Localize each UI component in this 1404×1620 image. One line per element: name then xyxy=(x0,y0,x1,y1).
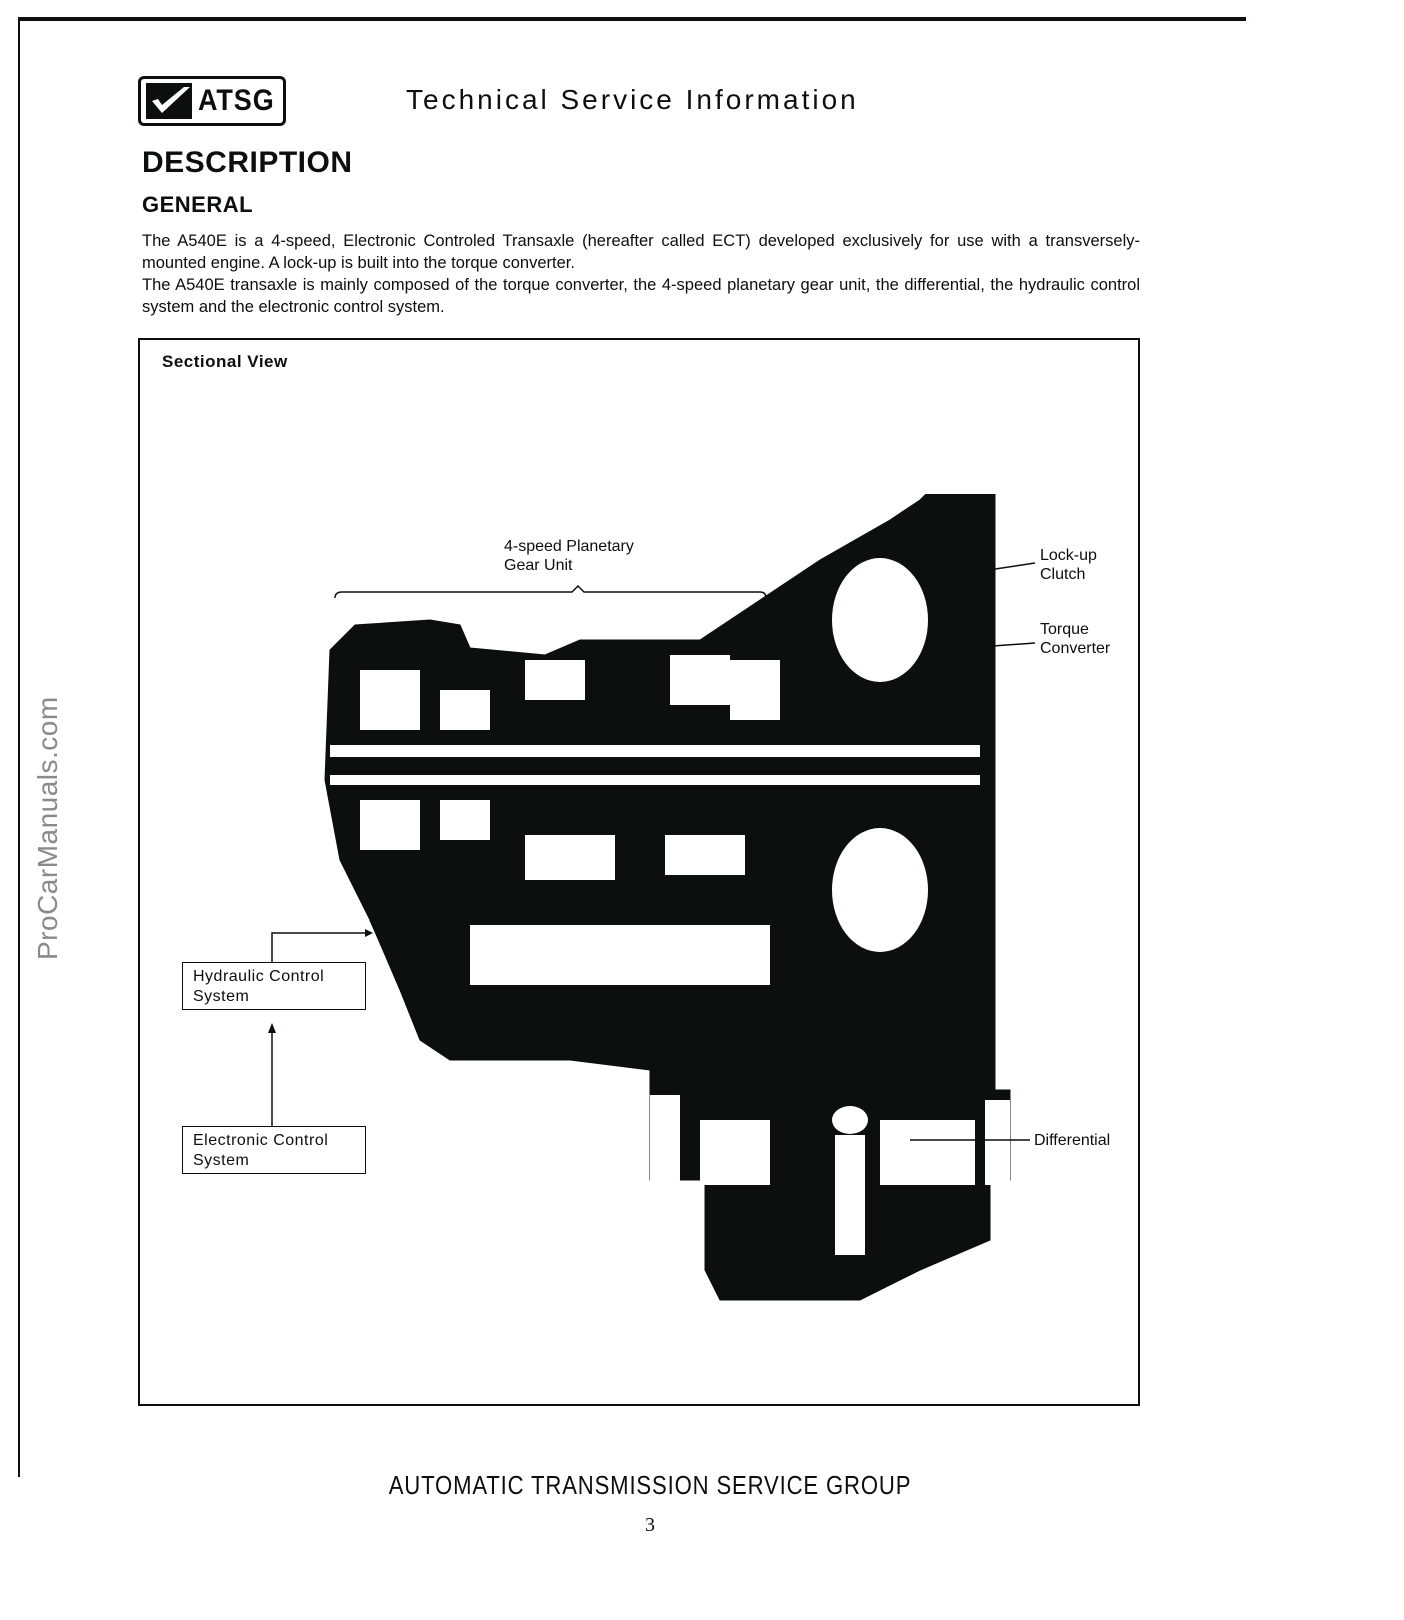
top-border-rule xyxy=(18,17,1246,21)
callout-lockup-clutch: Lock-up Clutch xyxy=(1040,547,1097,583)
callout-planetary: 4-speed Planetary Gear Unit xyxy=(504,538,634,574)
bearing xyxy=(985,1100,1010,1185)
input-shaft-upper-edge xyxy=(330,745,980,757)
clutch-pack xyxy=(525,660,585,700)
differential-side-gear xyxy=(880,1120,975,1185)
left-border-rule xyxy=(18,17,20,1477)
page-number: 3 xyxy=(645,1514,655,1536)
planetary-set xyxy=(360,670,420,730)
atsg-logo: ATSG xyxy=(138,76,286,126)
hydraulic-control-box: Hydraulic Control System xyxy=(182,962,366,1010)
torque-converter-upper xyxy=(832,558,928,682)
arrow-head-icon xyxy=(365,929,373,937)
differential-side-gear xyxy=(700,1120,770,1185)
pinion-gear xyxy=(832,1106,868,1134)
planetary-bracket xyxy=(334,584,767,599)
lockup-leader-line xyxy=(934,562,1036,579)
header-title: Technical Service Information xyxy=(406,84,859,115)
torque-converter-lower xyxy=(832,828,928,952)
electronic-control-box: Electronic Control System xyxy=(182,1126,366,1174)
callout-torque-converter: Torque Converter xyxy=(1040,621,1111,657)
callout-differential: Differential xyxy=(1034,1132,1111,1149)
subsection-title: GENERAL xyxy=(142,192,254,217)
footer-org-name: AUTOMATIC TRANSMISSION SERVICE GROUP xyxy=(388,1470,912,1500)
planetary-set xyxy=(440,690,490,730)
arrow-head-icon xyxy=(268,1023,276,1033)
section-title: DESCRIPTION xyxy=(142,146,353,179)
pinion-shaft xyxy=(835,1135,865,1255)
clutch-pack xyxy=(730,660,780,720)
planetary-set xyxy=(440,800,490,840)
counter-shaft xyxy=(470,925,770,985)
paragraph: The A540E transaxle is mainly composed o… xyxy=(142,276,1140,316)
torque-leader-line xyxy=(964,642,1036,649)
clutch-pack xyxy=(665,835,745,875)
logo-text: ATSG xyxy=(197,84,275,117)
figure-title: Sectional View xyxy=(162,352,288,371)
checkmark-icon xyxy=(146,83,192,119)
input-shaft-lower-edge xyxy=(330,775,980,785)
planetary-set xyxy=(360,800,420,850)
pointer-line xyxy=(369,919,416,1021)
hydraulic-arrow-line xyxy=(271,932,365,962)
bearing xyxy=(650,1095,680,1185)
body-text: The A540E is a 4-speed, Electronic Contr… xyxy=(142,230,1140,318)
diagram-lines xyxy=(271,562,1036,1141)
paragraph: The A540E is a 4-speed, Electronic Contr… xyxy=(142,232,1140,272)
figure-frame xyxy=(138,338,1140,1406)
bolt xyxy=(925,472,1020,494)
case-interior xyxy=(330,472,1020,1255)
clutch-pack xyxy=(525,835,615,880)
clutch-pack xyxy=(670,655,730,705)
